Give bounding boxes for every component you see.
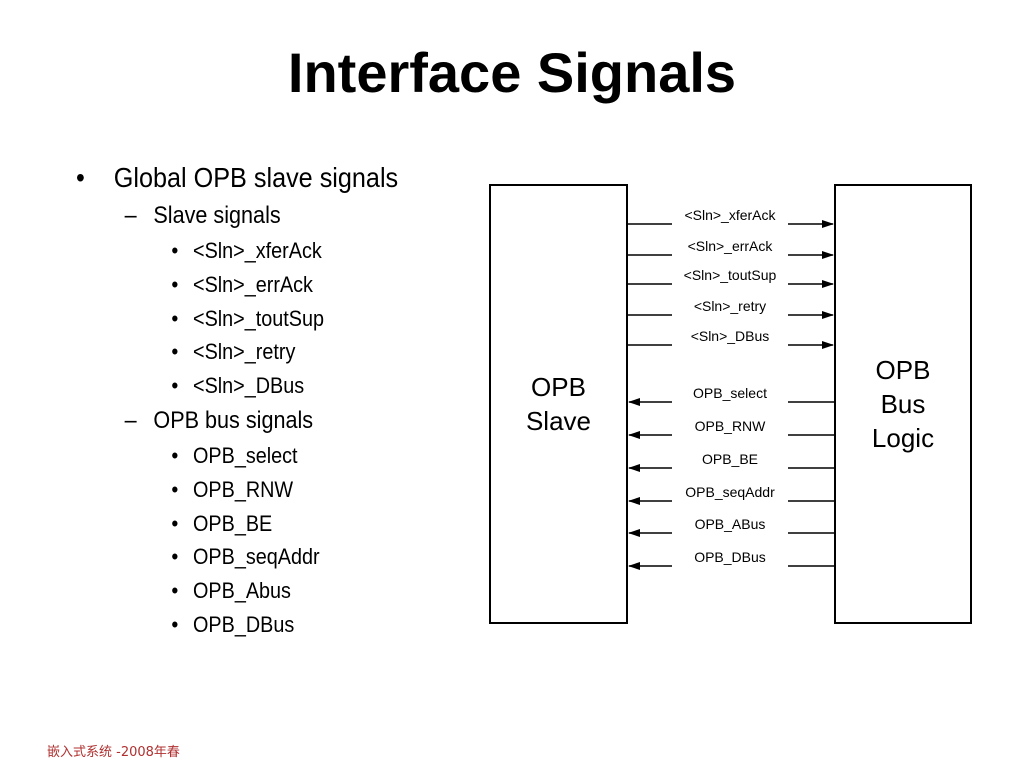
sub-bullet-slave-signals: Slave signals xyxy=(76,198,436,234)
list-item: <Sln>_retry xyxy=(76,335,436,369)
signal-label: <Sln>_DBus xyxy=(691,328,770,344)
bus-logic-label-line1: OPB xyxy=(875,355,931,385)
signal-label: OPB_seqAddr xyxy=(685,484,775,500)
signal-label: <Sln>_retry xyxy=(694,298,766,314)
signal-label: <Sln>_errAck xyxy=(688,238,774,254)
list-item: <Sln>_errAck xyxy=(76,268,436,302)
list-item: OPB_BE xyxy=(76,507,436,541)
signal-label-background xyxy=(672,556,788,576)
signal-label-background xyxy=(672,425,788,445)
sub-bullet-opb-bus-signals: OPB bus signals xyxy=(76,403,436,439)
signal-label: OPB_select xyxy=(693,385,767,401)
list-item: <Sln>_DBus xyxy=(76,369,436,403)
signal-label: <Sln>_xferAck xyxy=(684,207,776,223)
bullet-outline: Global OPB slave signals Slave signals <… xyxy=(76,158,476,642)
signal-label-background xyxy=(672,274,788,294)
signal-label: OPB_BE xyxy=(702,451,758,467)
signal-label-background xyxy=(672,245,788,265)
list-item: <Sln>_xferAck xyxy=(76,234,436,268)
signal-label-background xyxy=(672,305,788,325)
signal-label-background xyxy=(672,458,788,478)
list-item: OPB_Abus xyxy=(76,574,436,608)
list-item: OPB_RNW xyxy=(76,473,436,507)
opb-slave-box: OPB Slave xyxy=(489,184,628,624)
list-item: <Sln>_toutSup xyxy=(76,302,436,336)
signal-label-background xyxy=(672,523,788,543)
signal-label: OPB_RNW xyxy=(695,418,767,434)
signal-label: OPB_DBus xyxy=(694,549,766,565)
signal-label-background xyxy=(672,335,788,355)
signal-lines: <Sln>_xferAck <Sln>_errAck <Sln>_toutSup <S… xyxy=(628,207,834,576)
slide-title: Interface Signals xyxy=(287,41,737,104)
signal-label: <Sln>_toutSup xyxy=(684,267,777,283)
bus-logic-label-line2: Bus xyxy=(880,389,926,419)
bus-logic-label-line3: Logic xyxy=(871,423,935,453)
signal-label: OPB_ABus xyxy=(695,516,766,532)
list-item: OPB_seqAddr xyxy=(76,540,436,574)
list-item: OPB_select xyxy=(76,439,436,473)
footer-course-note: 嵌入式系统 -2008年春 xyxy=(47,745,180,760)
list-item: OPB_DBus xyxy=(76,608,436,642)
signal-label-background xyxy=(672,491,788,511)
opb-slave-label-line1: OPB xyxy=(531,372,586,402)
opb-slave-label-line2: Slave xyxy=(525,406,592,436)
bullet-global-signals: Global OPB slave signals xyxy=(76,158,436,198)
opb-bus-logic-box: OPB Bus Logic xyxy=(834,184,972,624)
signal-label-background xyxy=(672,214,788,234)
signal-label-background xyxy=(672,392,788,412)
